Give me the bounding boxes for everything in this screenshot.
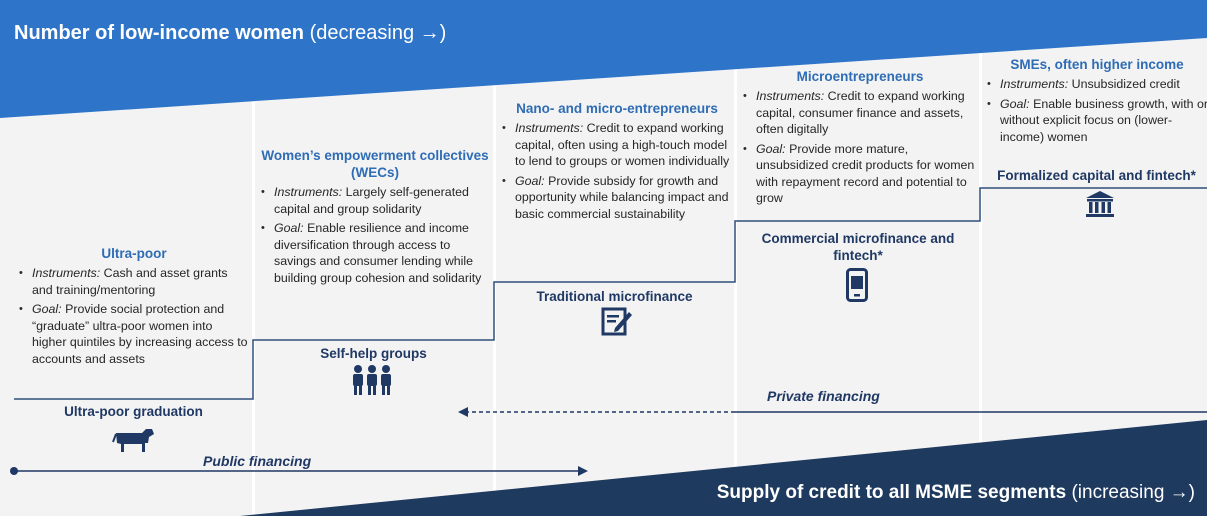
document-edit-icon xyxy=(601,307,632,336)
people-group-icon xyxy=(353,365,391,395)
segment-bullets: Instruments: Unsubsidized credit Goal: E… xyxy=(986,76,1207,145)
bank-icon xyxy=(1086,191,1114,217)
private-financing-label: Private financing xyxy=(767,388,880,404)
segment-bullets: Instruments: Largely self-generated capi… xyxy=(260,184,490,286)
column-divider xyxy=(734,0,737,516)
bullet-instruments: Instruments: Largely self-generated capi… xyxy=(260,184,490,217)
segment-wecs: Women’s empowerment collectives (WECs) I… xyxy=(260,147,490,289)
column-divider xyxy=(252,0,255,516)
step-label-traditional-microfinance: Traditional microfinance xyxy=(536,289,693,304)
column-divider xyxy=(493,0,496,516)
segment-microentrepreneurs: Microentrepreneurs Instruments: Credit t… xyxy=(742,68,978,210)
segment-ultra-poor: Ultra-poor Instruments: Cash and asset g… xyxy=(18,245,250,370)
step-label-formalized-capital-fintech: Formalized capital and fintech* xyxy=(997,168,1196,183)
segment-title: SMEs, often higher income xyxy=(1010,57,1184,72)
bullet-goal: Goal: Provide more mature, unsubsidized … xyxy=(742,141,978,207)
segment-title: Nano- and micro-entrepreneurs xyxy=(516,101,718,116)
bullet-instruments: Instruments: Cash and asset grants and t… xyxy=(18,265,250,298)
segment-title: Microentrepreneurs xyxy=(796,69,924,84)
bullet-goal: Goal: Enable business growth, with or wi… xyxy=(986,96,1207,146)
cow-icon xyxy=(112,429,154,452)
segment-nano-micro-entrepreneurs: Nano- and micro-entrepreneurs Instrument… xyxy=(501,100,733,225)
bullet-instruments: Instruments: Unsubsidized credit xyxy=(986,76,1207,93)
step-label-self-help-groups: Self-help groups xyxy=(320,346,427,361)
segment-title: Women’s empowerment collectives (WECs) xyxy=(261,148,489,180)
segment-bullets: Instruments: Cash and asset grants and t… xyxy=(18,265,250,367)
segment-title: Ultra-poor xyxy=(101,246,167,261)
bullet-goal: Goal: Enable resilience and income diver… xyxy=(260,220,490,286)
mobile-phone-icon xyxy=(846,268,868,302)
top-banner-title: Number of low-income women (decreasing →… xyxy=(14,22,447,44)
bullet-goal: Goal: Provide social protection and “gra… xyxy=(18,301,250,367)
step-label-commercial-microfinance-fintech: Commercial microfinance and fintech* xyxy=(761,231,955,263)
bullet-instruments: Instruments: Credit to expand working ca… xyxy=(742,88,978,138)
bullet-instruments: Instruments: Credit to expand working ca… xyxy=(501,120,733,170)
step-label-ultra-poor-graduation: Ultra-poor graduation xyxy=(64,404,203,419)
segment-bullets: Instruments: Credit to expand working ca… xyxy=(742,88,978,207)
column-divider xyxy=(979,0,982,516)
column-bg-3 xyxy=(494,0,735,516)
bottom-banner-title: Supply of credit to all MSME segments (i… xyxy=(716,482,1195,503)
bullet-goal: Goal: Provide subsidy for growth and opp… xyxy=(501,173,733,223)
segment-bullets: Instruments: Credit to expand working ca… xyxy=(501,120,733,222)
segment-smes: SMEs, often higher income Instruments: U… xyxy=(986,56,1207,148)
public-financing-label: Public financing xyxy=(203,453,312,469)
